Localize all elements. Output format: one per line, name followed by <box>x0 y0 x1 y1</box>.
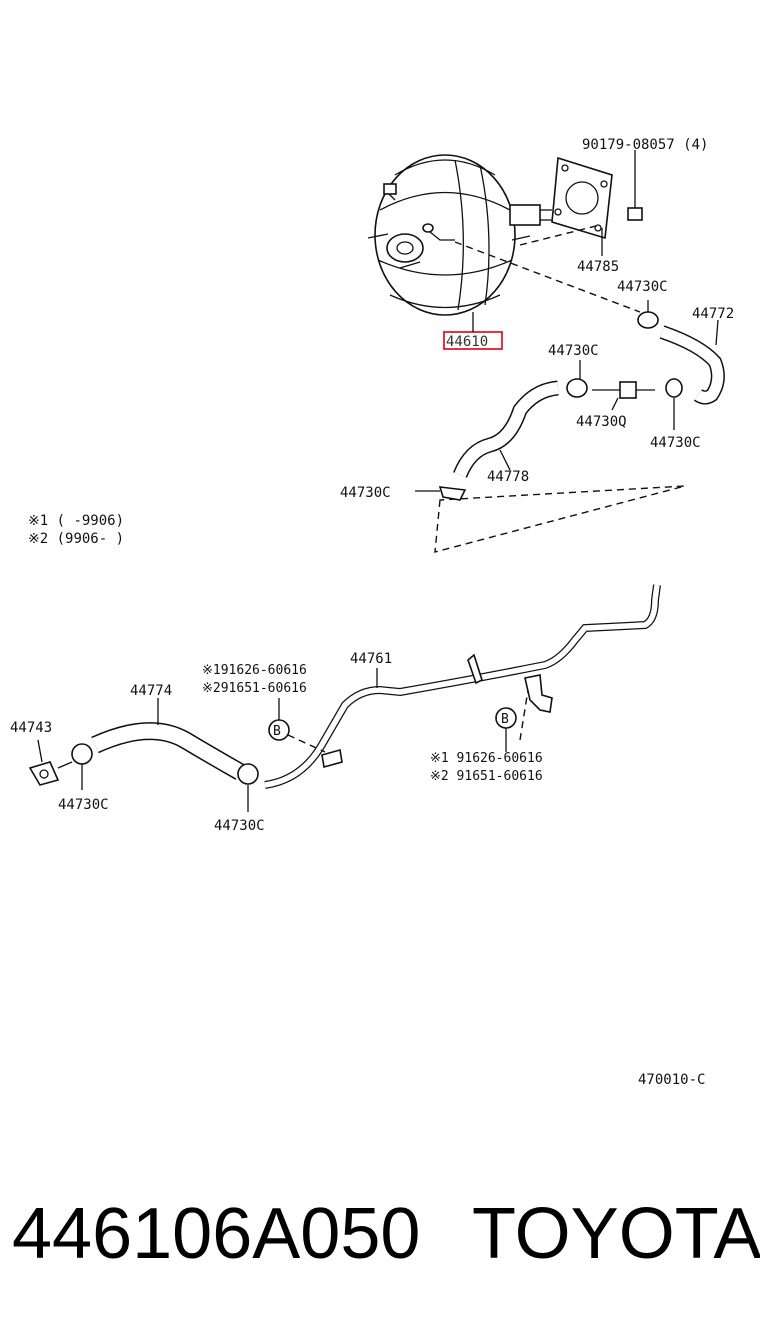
label-44730c-mid: 44730C <box>548 343 599 359</box>
diagram-code: 470010-C <box>638 1072 705 1088</box>
label-44610: 44610 <box>446 334 488 350</box>
label-44785: 44785 <box>577 259 619 275</box>
label-44778: 44778 <box>487 469 529 485</box>
pipe-44761-drawing <box>264 584 661 789</box>
label-left-bolt-2: ※291651-60616 <box>202 681 307 696</box>
label-44730c-bottom: 44730C <box>214 818 265 834</box>
note-2: ※2 (9906- ) <box>28 531 124 547</box>
label-90179-08057: 90179-08057 (4) <box>582 137 708 153</box>
marker-b-right: B <box>501 712 509 727</box>
label-44730c-left: 44730C <box>58 797 109 813</box>
hose-44778-drawing <box>415 360 588 501</box>
hose-44774-drawing <box>28 698 259 812</box>
nut-drawing <box>627 150 643 221</box>
check-valve-drawing <box>592 378 683 430</box>
label-44772: 44772 <box>692 306 734 322</box>
label-44761: 44761 <box>350 651 392 667</box>
gasket-drawing <box>551 156 613 240</box>
marker-b-left: B <box>273 724 281 739</box>
footer-part-number: 446106A050 <box>12 1194 420 1274</box>
label-right-bolt-1: ※1 91626-60616 <box>430 751 543 766</box>
hose-44772-drawing <box>637 300 725 405</box>
brake-booster-drawing <box>367 154 552 316</box>
label-right-bolt-2: ※2 91651-60616 <box>430 769 543 784</box>
label-44730c-lower: 44730C <box>340 485 391 501</box>
label-left-bolt-1: ※191626-60616 <box>202 663 307 678</box>
footer-brand: TOYOTA <box>472 1194 760 1274</box>
label-44774: 44774 <box>130 683 172 699</box>
note-1: ※1 ( -9906) <box>28 513 124 529</box>
label-44730c-top: 44730C <box>617 279 668 295</box>
label-44743: 44743 <box>10 720 52 736</box>
label-44730q: 44730Q <box>576 414 627 430</box>
label-44730c-right: 44730C <box>650 435 701 451</box>
